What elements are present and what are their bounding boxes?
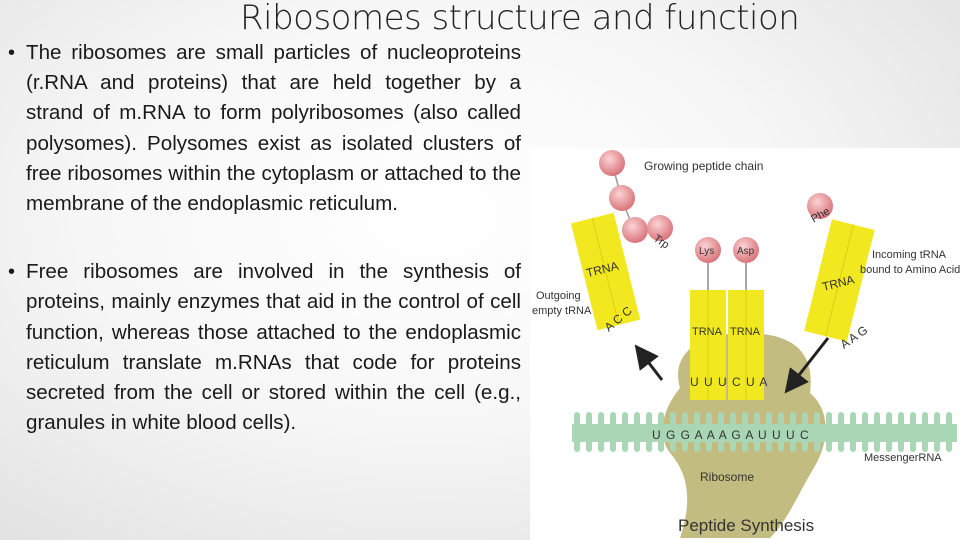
amino-acid-lys-label: Lys: [699, 246, 714, 257]
incoming-label-line1: Incoming tRNA: [872, 249, 947, 261]
slide-title: Ribosomes structure and function: [240, 0, 800, 38]
amino-acid-phe: [807, 193, 833, 219]
outgoing-label-line2: empty tRNA: [532, 305, 592, 317]
bullet-dot: •: [8, 261, 16, 284]
diagram-svg: U G G A A A G A U U U C Growing peptide …: [532, 150, 960, 538]
bullet-item-ribosome-structure: • The ribosomes are small particles of n…: [8, 38, 521, 219]
trna-label-middle-right: TRNA: [730, 326, 761, 338]
trna-label-middle-left: TRNA: [692, 326, 723, 338]
bullet-text: The ribosomes are small particles of nuc…: [26, 41, 521, 216]
bullet-item-ribosome-function: • Free ribosomes are involved in the syn…: [8, 257, 521, 438]
amino-acid-lys: [695, 237, 721, 290]
growing-peptide-chain: [599, 150, 673, 243]
bullet-dot: •: [8, 42, 16, 64]
outgoing-arrow: [634, 344, 664, 381]
incoming-label-line2: bound to Amino Acid: [860, 264, 960, 276]
mrna-teeth: [574, 412, 952, 452]
amino-acid-asp: [733, 237, 759, 290]
bullet-list: • The ribosomes are small particles of n…: [8, 38, 521, 438]
outgoing-trna: [570, 212, 641, 331]
growing-chain-label: Growing peptide chain: [644, 159, 763, 173]
peptide-synthesis-diagram: U G G A A A G A U U U C Growing peptide …: [530, 148, 960, 540]
incoming-arrow: [784, 337, 830, 394]
mrna-sequence: U G G A A A G A U U U C: [652, 428, 810, 442]
mrna-strand: [572, 424, 957, 442]
ribosome-label: Ribosome: [700, 470, 754, 484]
incoming-trna: [804, 219, 875, 342]
middle-anticodon: U U U C U A: [690, 375, 768, 389]
amino-acid-asp-label: Asp: [737, 246, 755, 257]
figure-caption: Peptide Synthesis: [678, 516, 814, 535]
outgoing-label-line1: Outgoing: [536, 290, 581, 302]
bullet-text: Free ribosomes are involved in the synth…: [26, 260, 521, 435]
messenger-rna-label: MessengerRNA: [864, 452, 942, 464]
